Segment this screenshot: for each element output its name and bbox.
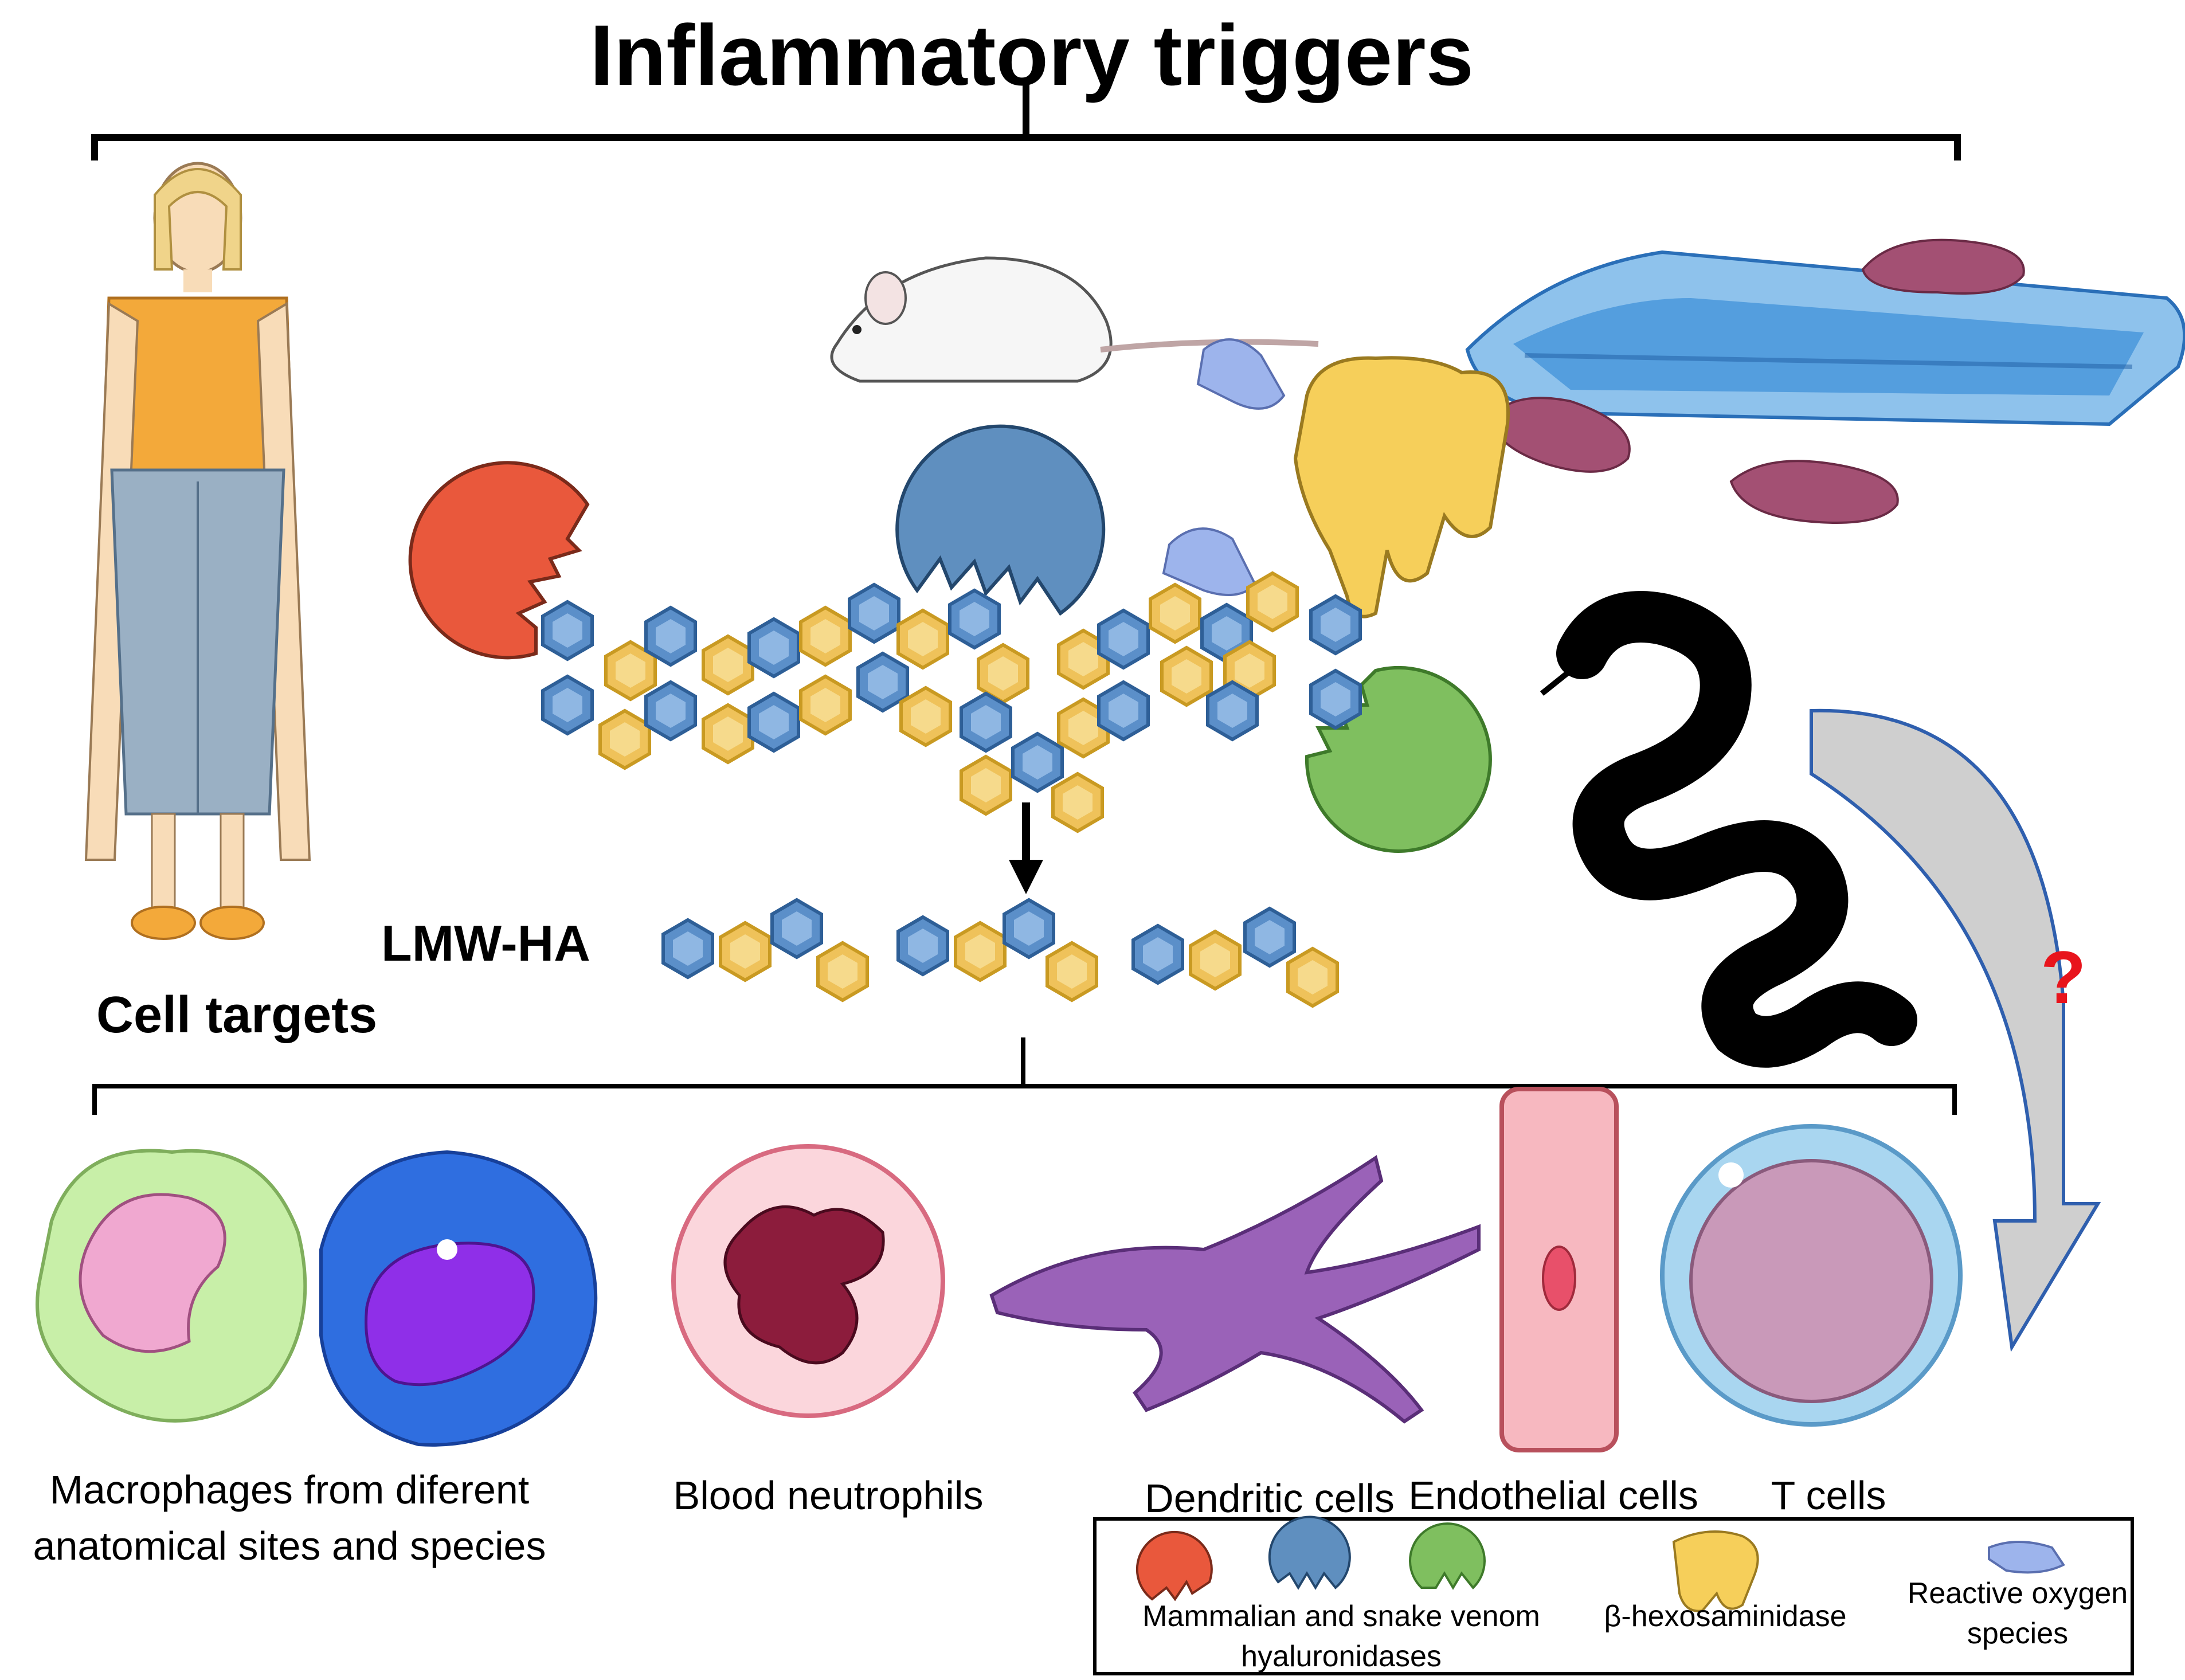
legend-hexosaminidase-icon — [1672, 1530, 1759, 1612]
endothelial-cell — [1499, 1087, 1619, 1452]
legend-ros: Reactive oxygen species — [1907, 1577, 2128, 1651]
hyaluronidase-blue-enzyme — [895, 424, 1106, 616]
down-arrow — [1009, 802, 1043, 894]
hexosaminidase-enzyme — [1293, 356, 1510, 618]
legend-box — [1093, 1517, 2134, 1675]
neutrophil-cell — [671, 1144, 945, 1418]
legend-enzyme-icons — [1135, 1515, 1486, 1601]
legend-hyaluronidases: Mammalian and snake venom hyaluronidases — [1142, 1600, 1540, 1674]
woman-figure — [84, 162, 311, 940]
cell-targets-label: Cell targets — [96, 986, 378, 1044]
top-bracket — [91, 80, 1961, 160]
dendritic-cell — [989, 1155, 1481, 1424]
lmw-ha-fragments — [663, 900, 1337, 1006]
macrophage-green-cell — [36, 1149, 307, 1423]
legend-hexosaminidase: β-hexosaminidase — [1604, 1600, 1847, 1633]
curved-arrow — [1810, 708, 2101, 1352]
caption-endothelial: Endothelial cells — [1408, 1473, 1698, 1518]
inflamed-cells — [1489, 238, 2025, 524]
blood-vessel — [1465, 250, 2185, 426]
t-cell — [1660, 1124, 1963, 1427]
caption-neutrophils: Blood neutrophils — [673, 1473, 984, 1518]
question-mark: ? — [2041, 935, 2086, 1019]
hyaluronidase-red-enzyme — [408, 461, 590, 660]
bottom-bracket — [92, 1037, 1957, 1115]
ros-molecules — [1162, 338, 1286, 596]
caption-tcells: T cells — [1771, 1473, 1886, 1518]
legend-ros-icon — [1988, 1541, 2065, 1574]
mouse-figure — [830, 256, 1319, 383]
macrophage-blue-cell — [319, 1150, 598, 1447]
snake-figure — [1540, 591, 1917, 1068]
lmw-ha-label: LMW-HA — [381, 915, 590, 972]
title: Inflammatory triggers — [589, 7, 1474, 103]
caption-dendritic: Dendritic cells — [1145, 1476, 1395, 1521]
ha-chain — [543, 573, 1360, 831]
caption-macrophages: Macrophages from diferent anatomical sit… — [33, 1467, 546, 1568]
